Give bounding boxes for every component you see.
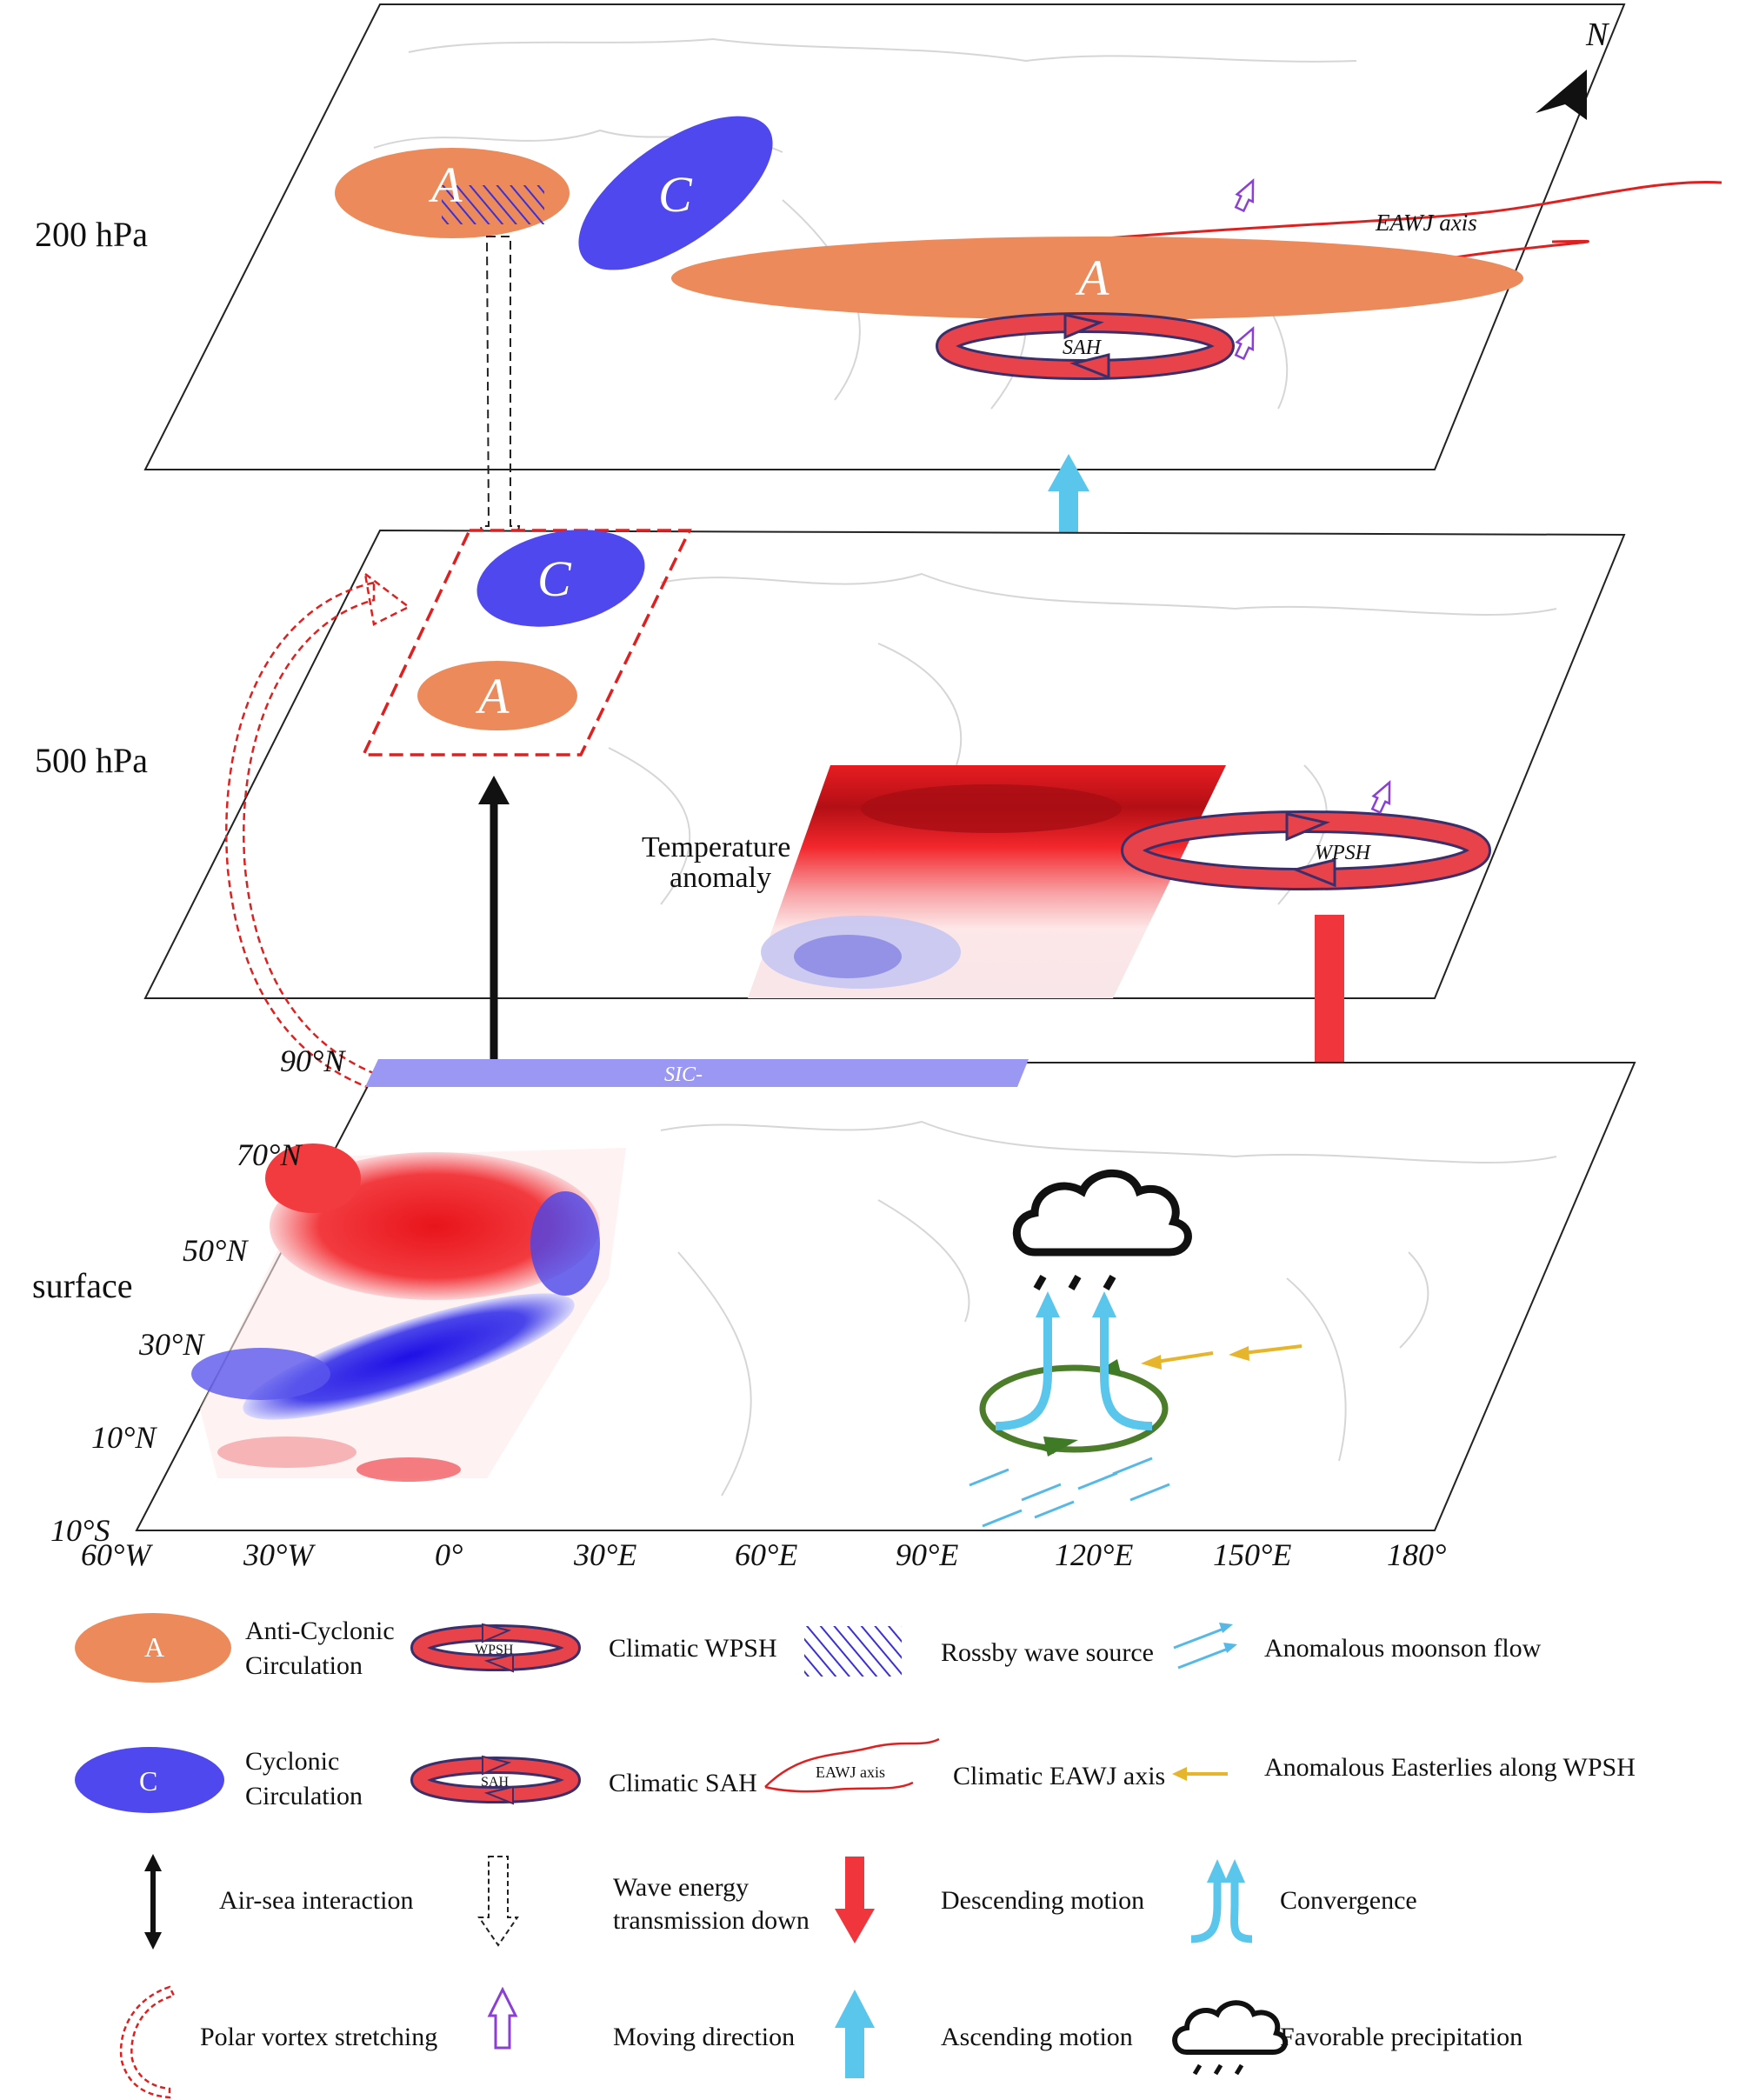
legend-anticyclonic-1: Anti-Cyclonic bbox=[245, 1617, 395, 1645]
legend-descending-icon bbox=[835, 1857, 875, 1943]
lat-label: 90°N bbox=[280, 1043, 346, 1078]
lat-label: 10°S bbox=[50, 1513, 110, 1548]
legend-wpsh-icon: WPSH bbox=[410, 1623, 581, 1673]
moving-arrow-icon bbox=[1234, 326, 1255, 361]
moving-arrow-icon bbox=[1370, 780, 1391, 815]
legend-c-symbol: C bbox=[139, 1765, 157, 1797]
convergence-arrows bbox=[995, 1291, 1153, 1430]
legend-ascending: Ascending motion bbox=[941, 2023, 1133, 2051]
wpsh-ring: WPSH bbox=[1121, 810, 1491, 890]
lon-label: 150°E bbox=[1213, 1537, 1291, 1572]
north-label: N bbox=[1585, 17, 1610, 53]
lat-label: 70°N bbox=[237, 1137, 303, 1172]
legend-wpsh-symbol: WPSH bbox=[475, 1643, 514, 1657]
lon-label: 90°E bbox=[896, 1537, 958, 1572]
lat-label: 30°N bbox=[138, 1327, 205, 1362]
panel-surface: surface SIC- 90°N 70°N 50°N 30°N 10°N 10… bbox=[32, 1043, 1636, 1572]
legend-anticyclonic-2: Circulation bbox=[245, 1651, 363, 1680]
anticyclone-east-200 bbox=[671, 237, 1523, 320]
sic-label: SIC- bbox=[664, 1063, 703, 1086]
north-arrow-icon: N bbox=[1536, 17, 1610, 120]
legend-a-symbol: A bbox=[144, 1631, 164, 1663]
panel-500hpa: 500 hPa C A Temperature anomaly WPSH bbox=[35, 529, 1626, 1099]
cyclone-500 bbox=[476, 530, 645, 627]
legend-ascending-icon bbox=[835, 1990, 875, 2078]
lon-label: 30°E bbox=[573, 1537, 636, 1572]
region-dashed-box bbox=[361, 529, 692, 757]
legend-monsoon-icon bbox=[1173, 1623, 1237, 1670]
legend-anticyclone-icon bbox=[75, 1613, 231, 1683]
level-label-surface: surface bbox=[32, 1266, 132, 1305]
legend-sah-text: Climatic SAH bbox=[609, 1769, 757, 1797]
lon-label: 60°E bbox=[735, 1537, 797, 1572]
moving-arrow-icon bbox=[487, 1986, 518, 2050]
lon-label: 120°E bbox=[1055, 1537, 1133, 1572]
sic-band bbox=[365, 1059, 1029, 1087]
legend-sah-icon: SAH bbox=[410, 1755, 581, 1805]
legend-sah-symbol: SAH bbox=[481, 1775, 509, 1790]
legend-convergence-icon bbox=[1190, 1859, 1253, 1943]
lon-label: 180° bbox=[1387, 1537, 1446, 1572]
rossby-hatch-icon bbox=[442, 185, 544, 224]
legend-polar: Polar vortex stretching bbox=[200, 2023, 437, 2051]
legend: A Anti-Cyclonic Circulation WPSH Climati… bbox=[75, 1613, 1636, 2099]
coastline-surface bbox=[660, 1120, 1557, 1497]
lon-label: 60°W bbox=[81, 1537, 153, 1572]
sst-anomaly-field bbox=[191, 1143, 626, 1482]
level-label-200: 200 hPa bbox=[35, 215, 148, 254]
anticyclone-east-200-label: A bbox=[1075, 250, 1109, 306]
sah-ring: SAH bbox=[936, 312, 1235, 380]
legend-eawj-icon: EAWJ axis bbox=[764, 1737, 940, 1793]
cyclone-200 bbox=[578, 116, 773, 270]
level-label-500: 500 hPa bbox=[35, 741, 148, 780]
legend-wave-2: transmission down bbox=[613, 1906, 810, 1935]
anticyclone-500-label: A bbox=[475, 668, 510, 724]
double-arrow-icon bbox=[144, 1854, 162, 1950]
cyclone-200-label: C bbox=[658, 166, 693, 223]
coastline-500 bbox=[608, 572, 1557, 905]
legend-wpsh-text: Climatic WPSH bbox=[609, 1634, 777, 1663]
cloud-rain-icon bbox=[1012, 1169, 1192, 1290]
legend-descending: Descending motion bbox=[941, 1886, 1144, 1915]
temperature-anomaly-field bbox=[748, 765, 1226, 998]
legend-monsoon: Anomalous moonson flow bbox=[1264, 1634, 1542, 1663]
legend-rossby: Rossby wave source bbox=[941, 1638, 1154, 1667]
temperature-anomaly-label-2: anomaly bbox=[670, 862, 771, 894]
legend-cyclonic-1: Cyclonic bbox=[245, 1747, 339, 1776]
legend-wave-1: Wave energy bbox=[613, 1873, 749, 1902]
easterlies-arrows bbox=[1141, 1344, 1303, 1370]
legend-eawj-symbol: EAWJ axis bbox=[816, 1763, 885, 1781]
eawj-label: EAWJ axis bbox=[1375, 210, 1477, 236]
temperature-anomaly-label-1: Temperature bbox=[642, 831, 790, 863]
moving-arrow-icon bbox=[1234, 178, 1255, 213]
wpsh-label: WPSH bbox=[1315, 842, 1372, 864]
polar-vortex-head bbox=[363, 571, 411, 626]
anticyclone-west-200-label: A bbox=[428, 157, 463, 213]
lon-label: 30°W bbox=[243, 1537, 316, 1572]
dashed-arrow-icon bbox=[477, 1856, 519, 1947]
sah-label: SAH bbox=[1063, 337, 1103, 359]
legend-convergence: Convergence bbox=[1280, 1886, 1417, 1915]
cyclone-500-label: C bbox=[537, 550, 572, 607]
monsoon-flow-arrows bbox=[969, 1457, 1170, 1528]
panel-200hpa: 200 hPa N A C EAWJ axis A SAH bbox=[35, 3, 1722, 662]
lat-label: 50°N bbox=[183, 1233, 249, 1268]
legend-easterlies: Anomalous Easterlies along WPSH bbox=[1264, 1753, 1636, 1782]
green-circulation bbox=[979, 1359, 1169, 1457]
legend-cyclone-icon bbox=[75, 1747, 224, 1813]
legend-precip: Favorable precipitation bbox=[1280, 2023, 1522, 2051]
legend-cyclonic-2: Circulation bbox=[245, 1782, 363, 1810]
lat-label: 10°N bbox=[91, 1420, 157, 1455]
legend-airsea: Air-sea interaction bbox=[219, 1886, 413, 1915]
lon-label: 0° bbox=[435, 1537, 463, 1572]
panel-200hpa-plane bbox=[143, 3, 1626, 470]
legend-eawj-text: Climatic EAWJ axis bbox=[953, 1762, 1165, 1790]
legend-moving: Moving direction bbox=[613, 2023, 795, 2051]
rossby-hatch-icon bbox=[804, 1626, 902, 1677]
anticyclone-500 bbox=[417, 661, 577, 730]
cloud-rain-icon bbox=[1172, 2000, 1288, 2076]
legend-polar-vortex-icon bbox=[119, 1985, 176, 2099]
legend-easterlies-icon bbox=[1172, 1767, 1228, 1781]
